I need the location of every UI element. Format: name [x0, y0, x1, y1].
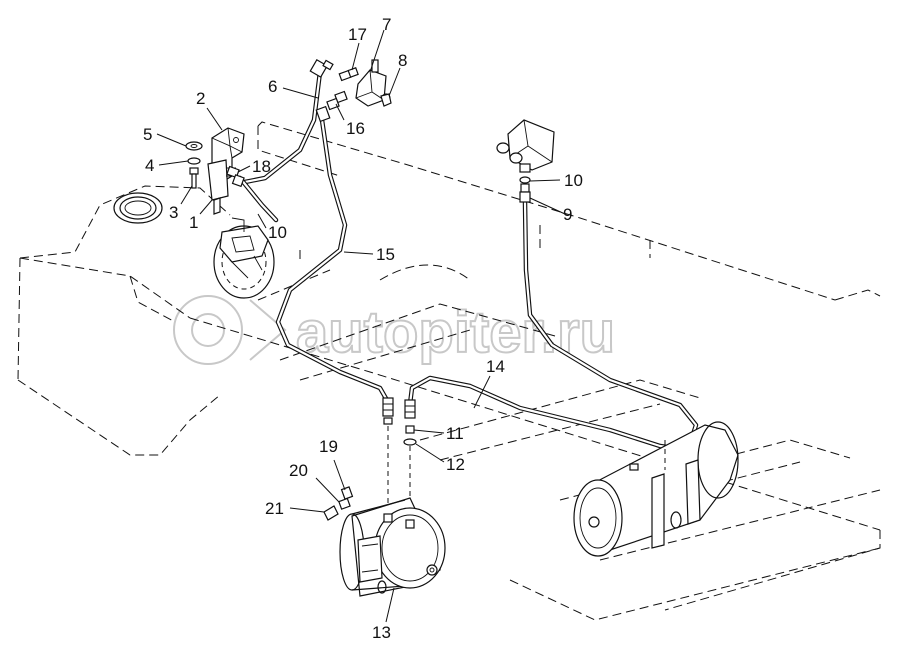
- callout-21: 21: [265, 499, 284, 518]
- vehicle-frame: [17, 121, 881, 621]
- plug-8: [380, 93, 392, 107]
- callout-8: 8: [398, 51, 407, 70]
- fitting-17: [338, 67, 359, 82]
- leader-lines: [156, 29, 566, 623]
- fuel-filler-cap: [113, 192, 163, 224]
- hose-15: [275, 117, 391, 405]
- callout-18: 18: [252, 157, 271, 176]
- callout-10-right: 10: [564, 171, 583, 190]
- hose-clamp: [213, 217, 275, 299]
- fitting-15-end: [382, 397, 394, 520]
- callout-1: 1: [189, 213, 198, 232]
- fitting-16: [315, 90, 348, 123]
- sensor-1: [207, 159, 236, 215]
- watermark-text: autopiter.ru: [296, 300, 615, 365]
- callout-14: 14: [486, 357, 505, 376]
- hose-9: [522, 199, 699, 447]
- callout-19: 19: [319, 437, 338, 456]
- bolt-3: [189, 167, 199, 189]
- air-receiver-rear: [573, 421, 739, 557]
- callout-20: 20: [289, 461, 308, 480]
- hose-14: [407, 375, 703, 465]
- callout-3: 3: [169, 203, 178, 222]
- elbow-6: [309, 58, 334, 78]
- callout-15: 15: [376, 245, 395, 264]
- washer-5: [185, 141, 203, 151]
- callout-17: 17: [348, 25, 367, 44]
- callout-12: 12: [446, 455, 465, 474]
- washer-21: [323, 505, 339, 521]
- callout-7: 7: [382, 15, 391, 34]
- air-receiver-13: [339, 497, 446, 597]
- relay-valve: [496, 119, 555, 173]
- callout-5: 5: [143, 125, 152, 144]
- washer-4: [187, 157, 201, 165]
- callout-13: 13: [372, 623, 391, 642]
- hose-6: [242, 69, 323, 185]
- fitting-18: [226, 165, 245, 188]
- fitting-10-right: [519, 176, 531, 203]
- callout-10-left: 10: [268, 223, 287, 242]
- callout-16: 16: [346, 119, 365, 138]
- drain-19: [340, 486, 354, 500]
- callout-11: 11: [446, 424, 464, 443]
- hose-10-lower: [237, 175, 279, 223]
- callout-6: 6: [268, 77, 277, 96]
- callout-labels: 2 5 4 3 1 6 7 8 17 16 18 10 15 10 9 14 1…: [143, 15, 583, 642]
- washer-20: [338, 497, 351, 510]
- watermark: autopiter.ru: [173, 295, 616, 366]
- callout-2: 2: [196, 89, 205, 108]
- callout-9: 9: [563, 205, 572, 224]
- callout-4: 4: [145, 156, 154, 175]
